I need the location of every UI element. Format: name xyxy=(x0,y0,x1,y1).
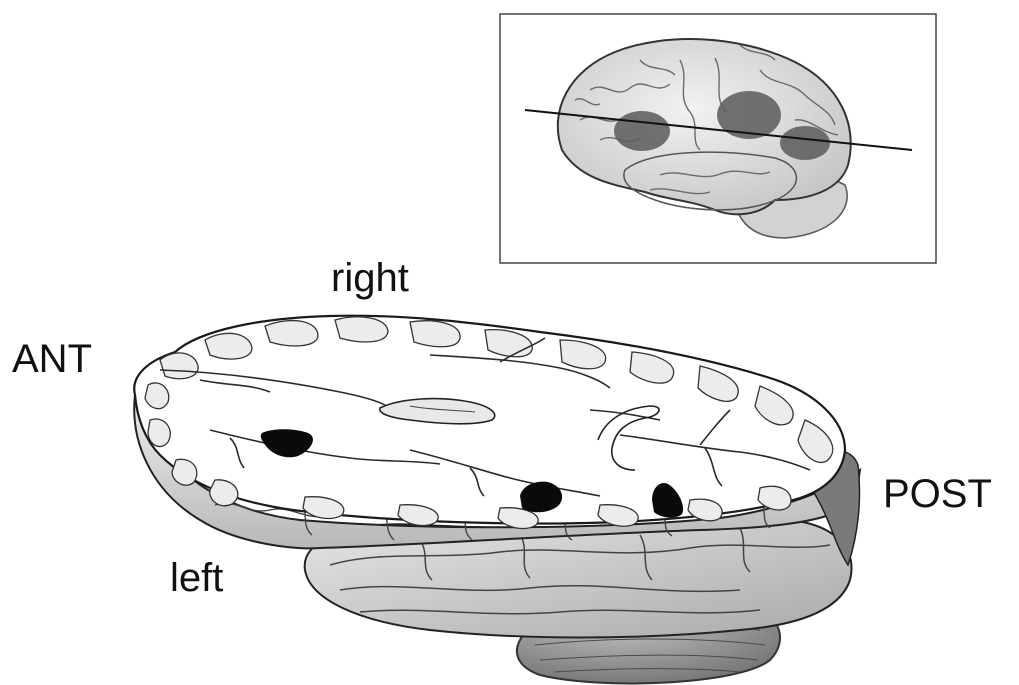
label-anterior: ANT xyxy=(12,339,92,379)
label-left: left xyxy=(170,558,223,598)
inset-lesion-occipital xyxy=(780,126,830,160)
inset-lesion-frontal xyxy=(614,111,670,151)
main-brain xyxy=(134,316,860,684)
label-right: right xyxy=(331,258,409,298)
label-posterior: POST xyxy=(883,474,992,514)
inset-panel xyxy=(500,14,936,263)
